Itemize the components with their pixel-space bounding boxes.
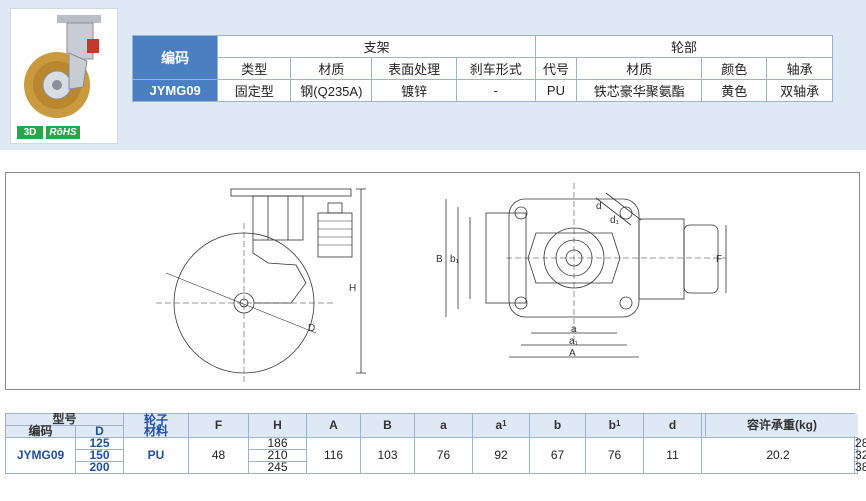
product-thumbnail: 3D RōHS [10,8,118,144]
spec-cell: 钢(Q235A) [290,79,373,102]
dims-f-value: 48 [188,437,250,474]
dims-h-value: 186 [248,437,308,450]
dims-b-value: 67 [529,437,587,474]
spec-code-header: 编码 [131,35,219,80]
product-header-panel: 3D RōHS 编码 支架 轮部 类型 材质 表面处理 刹车形式 代号 材质 颜… [0,0,866,150]
technical-drawing-frame: D H B b₁ F a a₁ A d d₁ [5,172,860,390]
dims-wheel-material-header: 轮子 材料 [123,413,190,438]
dims-diameter: 200 [74,461,125,474]
technical-drawing: D H B b₁ F a a₁ A d d₁ [156,183,727,383]
dimensions-table: 型号 轮子 材料 F H A B a a1 b b1 d d1 编码 D JYM… [4,413,866,474]
dims-f-header: F [188,413,250,438]
label-a: a [571,324,577,335]
b1-main: b [608,418,616,432]
spec-cell: 固定型 [217,79,292,102]
dims-code-header: 编码 [5,425,76,438]
spec-row-code: JYMG09 [131,79,219,102]
dims-b-header: b [529,413,587,438]
a1-main: a [495,418,503,432]
caster-wheel-image [24,15,101,118]
dims-model-header: 型号 [4,413,125,426]
dims-diameter: 125 [74,437,125,450]
rohs-badge: RōHS [46,126,80,139]
dims-a-upper-value: 116 [306,437,362,474]
3d-badge: 3D [17,126,43,139]
dims-a-header: a [414,413,474,438]
dims-b1-header: b1 [585,413,645,438]
b1-sub: 1 [615,419,621,428]
dims-code: JYMG09 [5,437,76,474]
spec-col-brake: 刹车形式 [455,57,536,80]
spec-table: 编码 支架 轮部 类型 材质 表面处理 刹车形式 代号 材质 颜色 轴承 JYM… [131,35,834,102]
label-d1: d₁ [610,215,620,226]
dims-h-header: H [248,413,308,438]
dims-diameter: 150 [74,449,125,462]
label-b: B [436,254,443,265]
dims-b-upper-header: B [360,413,416,438]
dims-a1-value: 92 [472,437,531,474]
dims-b-upper-value: 103 [360,437,416,474]
spec-col-wheel-code: 代号 [534,57,578,80]
spec-cell: PU [534,79,578,102]
dims-a-value: 76 [414,437,474,474]
spec-bracket-header: 支架 [217,35,536,58]
label-d: D [308,323,315,334]
dims-d1-value: 20.2 [701,437,856,474]
dims-b1-value: 76 [585,437,645,474]
spec-wheel-header: 轮部 [534,35,834,58]
dims-h-value: 245 [248,461,308,474]
spec-col-bearing: 轴承 [766,57,833,80]
dims-material: PU [123,437,190,474]
spec-col-material: 材质 [290,57,373,80]
label-dsmall: d [596,201,602,212]
spec-cell: 镀锌 [371,79,457,102]
label-b1: b₁ [450,254,460,265]
label-h: H [349,283,356,294]
spec-col-surface: 表面处理 [371,57,457,80]
dims-a1-header: a1 [472,413,531,438]
spec-cell: - [455,79,536,102]
dims-load-value: 380 [854,460,866,474]
spec-cell: 黄色 [701,79,768,102]
label-a-upper: A [569,348,576,359]
dims-d-header: d [643,413,703,438]
label-f: F [716,254,722,265]
a1-sub: 1 [502,419,507,428]
spec-col-type: 类型 [217,57,292,80]
dims-load-header: 容许承重(kg) [705,414,858,436]
spec-col-wheel-material: 材质 [575,57,703,80]
dims-d-value: 11 [643,437,703,474]
dims-a-upper-header: A [306,413,362,438]
spec-cell: 铁芯豪华聚氨酯 [575,79,703,102]
spec-cell: 双轴承 [766,79,833,102]
label-a1: a₁ [569,336,579,347]
spec-col-color: 颜色 [701,57,768,80]
